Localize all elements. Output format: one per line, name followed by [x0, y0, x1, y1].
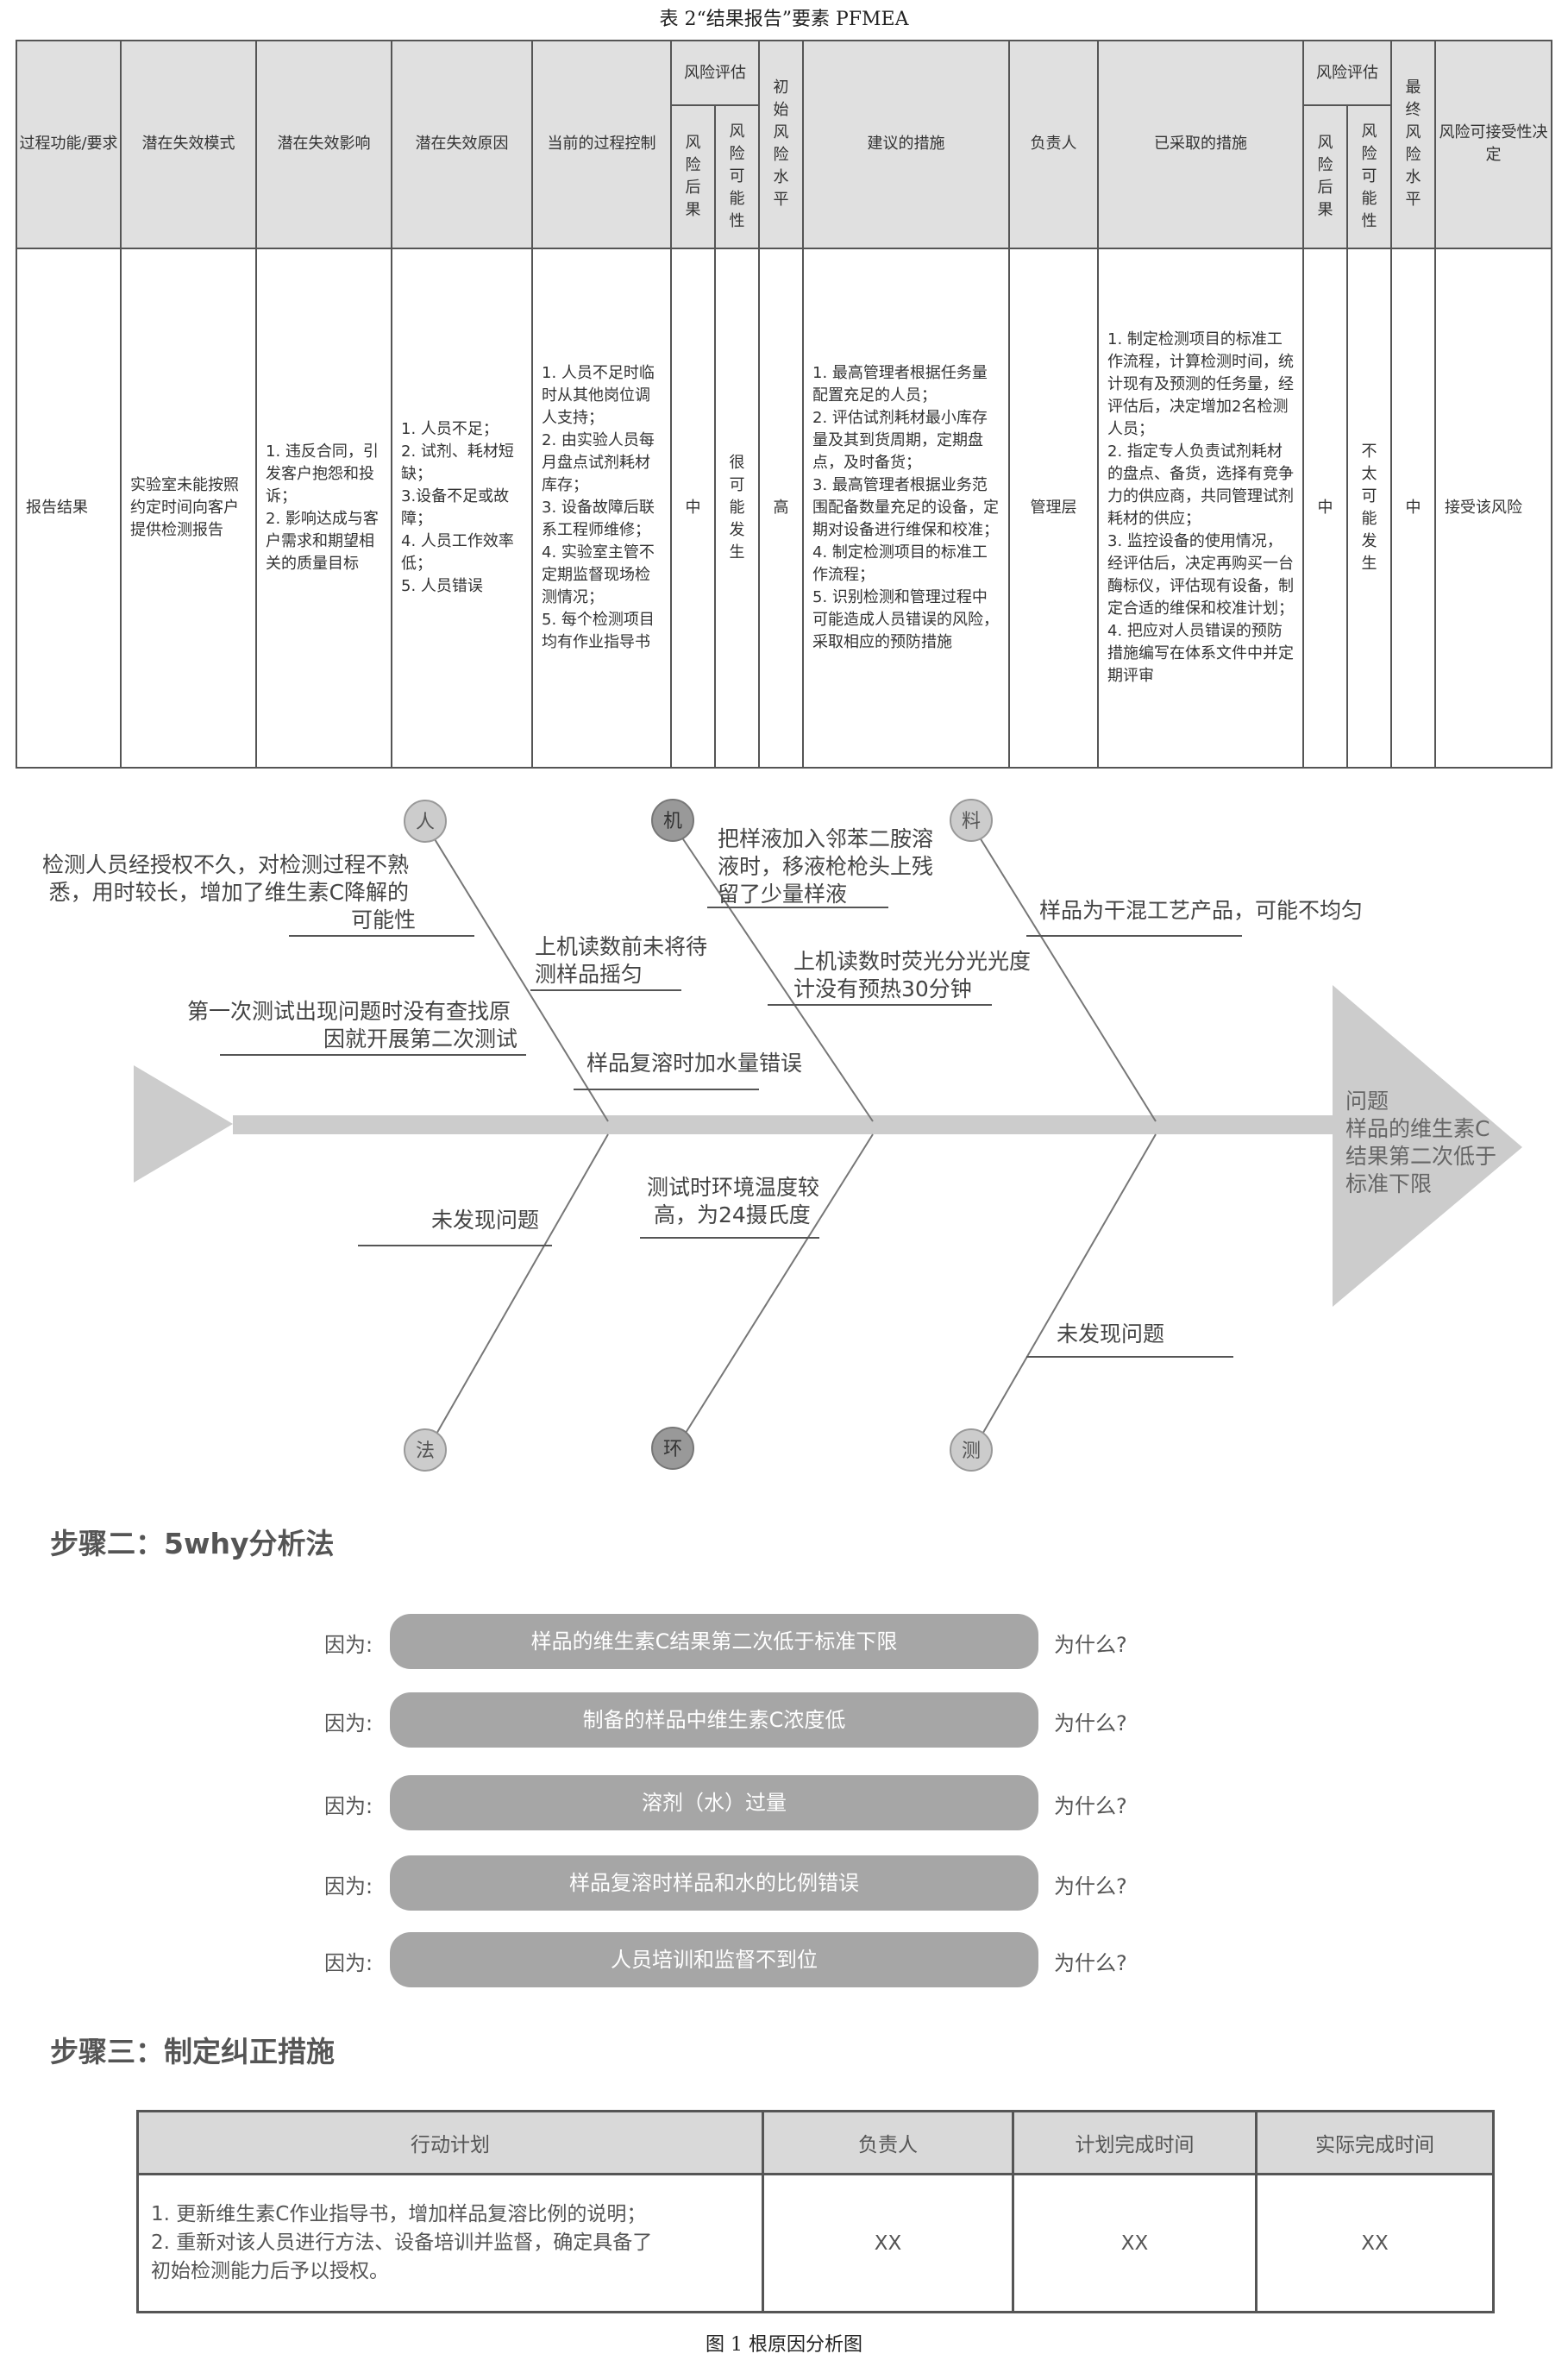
cell-current-control: 1. 人员不足时临时从其他岗位调人支持； 2. 由实验人员每月盘点试剂耗材库存；… — [531, 247, 672, 769]
header-process: 过程功能/要求 — [16, 40, 122, 249]
because-label: 因为: — [324, 1711, 373, 1735]
why-row-1: 因为: 样品的维生素C结果第二次低于标准下限 为什么? — [0, 1614, 1568, 1669]
category-method-label: 法 — [416, 1440, 435, 1462]
category-material-label: 料 — [962, 811, 981, 832]
cell-planned-date: XX — [1012, 2173, 1258, 2313]
why-question: 为什么? — [1054, 1633, 1127, 1657]
cell-failure-mode: 实验室未能按照约定时间向客户提供检测报告 — [120, 247, 257, 769]
why-question: 为什么? — [1054, 1711, 1127, 1735]
category-machine-label: 机 — [663, 811, 682, 832]
why-statement-2: 制备的样品中维生素C浓度低 — [390, 1692, 1038, 1748]
category-environment: 环 — [651, 1427, 694, 1470]
cell-failure-effect: 1. 违反合同，引发客户抱怨和投诉； 2. 影响达成与客户需求和期望相关的质量目… — [255, 247, 392, 769]
cell-actual-date: XX — [1255, 2173, 1495, 2313]
because-label: 因为: — [324, 1874, 373, 1899]
why-question: 为什么? — [1054, 1794, 1127, 1818]
category-man: 人 — [404, 800, 447, 843]
header-planned-date: 计划完成时间 — [1012, 2110, 1258, 2175]
cause-material-1: 样品为干混工艺产品，可能不均匀 — [1039, 898, 1363, 923]
why-statement-5: 人员培训和监督不到位 — [390, 1932, 1038, 1987]
why-statement-4: 样品复溶时样品和水的比例错误 — [390, 1855, 1038, 1911]
table-caption: 表 2“结果报告”要素 PFMEA — [659, 9, 909, 30]
fishbone-cause-underlines — [220, 907, 1242, 1358]
header-owner: 负责人 — [762, 2110, 1014, 2175]
pfmea-table: 过程功能/要求 潜在失效模式 潜在失效影响 潜在失效原因 当前的过程控制 风险评… — [16, 39, 1552, 769]
cell-owner: XX — [762, 2173, 1014, 2313]
header-risk-likelihood: 风险可能性 — [714, 104, 760, 249]
cell-final-risk: 中 — [1390, 247, 1436, 769]
step3-title: 步骤三：制定纠正措施 — [50, 2035, 335, 2068]
why-statement-1: 样品的维生素C结果第二次低于标准下限 — [390, 1614, 1038, 1669]
cause-man-2: 第一次测试出现问题时没有查找原 因就开展第二次测试 — [187, 999, 517, 1051]
why-row-5: 因为: 人员培训和监督不到位 为什么? — [0, 1932, 1568, 1987]
cell-owner: 管理层 — [1008, 247, 1099, 769]
cell-initial-risk: 高 — [758, 247, 804, 769]
figure-caption: 图 1 根原因分析图 — [706, 2334, 862, 2356]
cell-action-plan: 1. 更新维生素C作业指导书，增加样品复溶比例的说明； 2. 重新对该人员进行方… — [136, 2173, 764, 2313]
cell-risk-consequence-2: 中 — [1302, 247, 1348, 769]
cell-acceptability: 接受该风险 — [1434, 247, 1552, 769]
because-label: 因为: — [324, 1794, 373, 1818]
header-action-plan: 行动计划 — [136, 2110, 764, 2175]
cause-machine-3: 上机读数时荧光分光光度 计没有预热30分钟 — [793, 949, 1038, 1001]
why-statement-3: 溶剂（水）过量 — [390, 1775, 1038, 1830]
header-risk-likelihood-2: 风险可能性 — [1346, 104, 1392, 249]
header-risk-consequence-2: 风险后果 — [1302, 104, 1348, 249]
header-failure-cause: 潜在失效原因 — [391, 40, 533, 249]
because-label: 因为: — [324, 1633, 373, 1657]
cause-measure-1: 未发现问题 — [1057, 1321, 1164, 1346]
header-final-risk: 最终风险水平 — [1390, 40, 1436, 249]
cell-risk-likelihood: 很可能发生 — [714, 247, 760, 769]
header-risk-eval-2: 风险评估 — [1302, 39, 1392, 107]
header-actual-date: 实际完成时间 — [1255, 2110, 1495, 2175]
cause-man-1: 检测人员经授权不久，对检测过程不熟 悉，用时较长，增加了维生素C降解的 可能性 — [42, 852, 416, 932]
why-question: 为什么? — [1054, 1874, 1127, 1899]
category-machine: 机 — [651, 799, 694, 842]
because-label: 因为: — [324, 1951, 373, 1975]
header-risk-eval: 风险评估 — [670, 39, 760, 107]
header-owner: 负责人 — [1008, 40, 1099, 249]
cause-environment-1: 测试时环境温度较 高，为24摄氏度 — [647, 1175, 826, 1227]
why-row-4: 因为: 样品复溶时样品和水的比例错误 为什么? — [0, 1855, 1568, 1911]
step2-title: 步骤二：5why分析法 — [50, 1527, 335, 1560]
cause-machine-1: 把样液加入邻苯二胺溶 液时，移液枪枪头上残 留了少量样液 — [718, 826, 940, 907]
category-measure: 测 — [950, 1428, 993, 1472]
corrective-action-table: 行动计划 负责人 计划完成时间 实际完成时间 1. 更新维生素C作业指导书，增加… — [136, 2110, 1495, 2313]
cell-taken: 1. 制定检测项目的标准工作流程，计算检测时间，统计现有及预测的任务量，经评估后… — [1097, 247, 1304, 769]
cell-process: 报告结果 — [16, 247, 122, 769]
header-risk-consequence: 风险后果 — [670, 104, 716, 249]
header-acceptability: 风险可接受性决定 — [1434, 40, 1552, 249]
fishbone-spine — [134, 985, 1522, 1307]
fishbone-diagram: 人 机 料 法 环 测 检测人员经授权不久，对检测过程不熟 悉，用时较长，增加了… — [42, 799, 1522, 1472]
why-row-2: 因为: 制备的样品中维生素C浓度低 为什么? — [0, 1692, 1568, 1748]
category-measure-label: 测 — [962, 1440, 981, 1462]
cause-machine-2: 上机读数前未将待 测样品摇匀 — [535, 934, 714, 987]
cause-machine-4: 样品复溶时加水量错误 — [586, 1051, 802, 1076]
category-method: 法 — [404, 1428, 447, 1472]
cell-recommended: 1. 最高管理者根据任务量配置充足的人员； 2. 评估试剂耗材最小库存量及其到货… — [802, 247, 1010, 769]
header-taken: 已采取的措施 — [1097, 40, 1304, 249]
cell-failure-cause: 1. 人员不足； 2. 试剂、耗材短缺； 3.设备不足或故障； 4. 人员工作效… — [391, 247, 533, 769]
header-failure-mode: 潜在失效模式 — [120, 40, 257, 249]
why-row-3: 因为: 溶剂（水）过量 为什么? — [0, 1775, 1568, 1830]
cell-risk-likelihood-2: 不太可能发生 — [1346, 247, 1392, 769]
header-initial-risk: 初始风险水平 — [758, 40, 804, 249]
why-question: 为什么? — [1054, 1951, 1127, 1975]
header-recommended: 建议的措施 — [802, 40, 1010, 249]
header-current-control: 当前的过程控制 — [531, 40, 672, 249]
category-man-label: 人 — [416, 812, 435, 833]
cause-method-1: 未发现问题 — [431, 1208, 539, 1233]
problem-statement: 问题 样品的维生素C 结果第二次低于 标准下限 — [1345, 1089, 1503, 1196]
category-material: 料 — [950, 799, 993, 842]
category-environment-label: 环 — [663, 1439, 682, 1460]
header-failure-effect: 潜在失效影响 — [255, 40, 392, 249]
cell-risk-consequence: 中 — [670, 247, 716, 769]
fishbone-bones — [424, 823, 1157, 1454]
